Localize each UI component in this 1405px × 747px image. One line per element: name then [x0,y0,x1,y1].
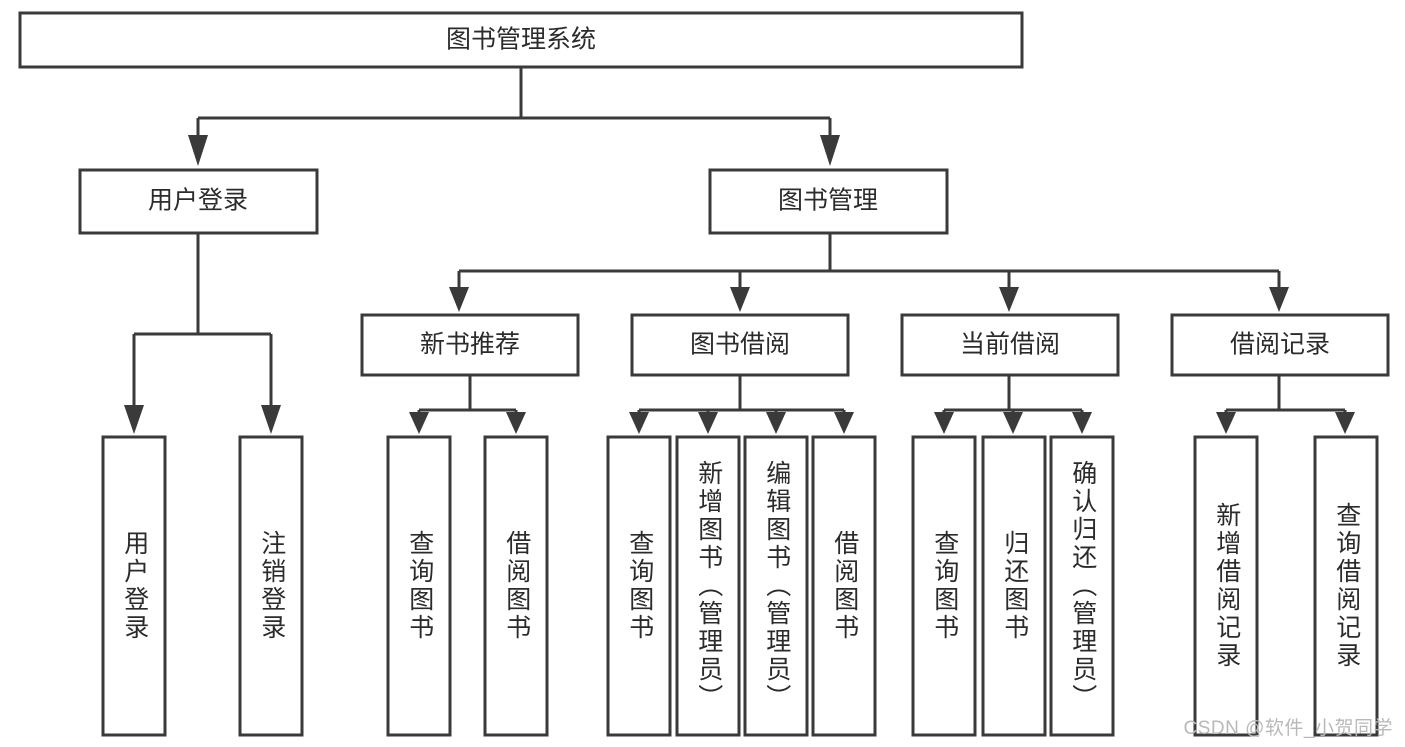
leaf-box-query-book-borrow[interactable] [606,435,672,737]
arrow-head-leaf-user-logout [261,405,281,434]
leaf-box-borrow-book-rec[interactable] [483,435,549,737]
arrow-head-book-manage [820,135,840,166]
connectors-current-borrow-to-leaves [934,375,1092,434]
arrow-head-borrow-record [1269,287,1289,312]
arrow-head-leaf-user-login [124,405,144,434]
arrow-head-leaf-confirm-return [1072,412,1092,434]
connectors-user-login-to-leaves [124,233,281,434]
arrow-head-leaf-add-book [698,412,718,434]
node-book-manage-label: 图书管理 [778,187,878,215]
leaf-box-edit-book[interactable] [743,435,809,737]
node-borrow-record-box[interactable] [1170,313,1390,377]
connectors-new-book-recommend-to-leaves [409,375,526,434]
arrow-head-leaf-query-book-borrow [629,412,649,434]
node-user-login[interactable]: 用户登录 [78,168,319,235]
arrow-head-leaf-borrow-book [834,412,854,434]
node-book-borrow-box[interactable] [630,313,850,377]
arrow-head-leaf-return-book [1003,412,1023,434]
node-current-borrow[interactable]: 当前借阅 [900,313,1120,377]
leaf-box-query-borrow-record[interactable] [1313,435,1379,737]
node-new-book-recommend-label: 新书推荐 [420,331,520,359]
node-root-box[interactable] [18,11,1024,69]
arrow-head-leaf-edit-book [766,412,786,434]
connectors-root-to-level2 [188,67,840,166]
node-book-manage[interactable]: 图书管理 [708,168,949,235]
node-user-login-box[interactable] [78,168,319,235]
node-book-manage-box[interactable] [708,168,949,235]
node-new-book-recommend[interactable]: 新书推荐 [360,313,580,377]
leaf-box-add-borrow-record[interactable] [1193,435,1259,737]
leaf-box-return-book[interactable] [981,435,1047,737]
node-user-login-label: 用户登录 [148,187,248,215]
csdn-watermark: CSDN @软件_小贺同学 [1183,718,1393,739]
arrow-head-leaf-borrow-book-rec [506,412,526,434]
arrow-head-leaf-query-borrow-record [1335,412,1355,434]
node-current-borrow-box[interactable] [900,313,1120,377]
node-root-label: 图书管理系统 [446,26,596,54]
leaf-box-confirm-return[interactable] [1049,435,1115,737]
node-book-borrow[interactable]: 图书借阅 [630,313,850,377]
leaf-box-query-book-rec[interactable] [386,435,452,737]
arrow-head-leaf-add-borrow-record [1216,412,1236,434]
leaf-box-user-logout[interactable] [238,435,304,737]
connectors-book-manage-to-level3 [449,233,1289,312]
connectors-borrow-record-to-leaves [1216,375,1355,434]
node-borrow-record[interactable]: 借阅记录 [1170,313,1390,377]
node-current-borrow-label: 当前借阅 [960,331,1060,359]
leaf-box-borrow-book[interactable] [811,435,877,737]
arrow-head-leaf-query-book-cur [934,412,954,434]
leaf-box-add-book[interactable] [675,435,741,737]
arrow-head-new-book-recommend [449,287,469,312]
node-root[interactable]: 图书管理系统 [18,11,1024,69]
node-new-book-recommend-box[interactable] [360,313,580,377]
leaf-box-query-book-cur[interactable] [911,435,977,737]
connectors-book-borrow-to-leaves [629,375,854,434]
leaf-box-user-login[interactable] [101,435,167,737]
arrow-head-user-login [188,135,208,166]
arrow-head-current-borrow [999,287,1019,312]
node-book-borrow-label: 图书借阅 [690,331,790,359]
leaf-boxes [101,435,1379,737]
arrow-head-leaf-query-book-rec [409,412,429,434]
arrow-head-book-borrow [730,287,750,312]
node-borrow-record-label: 借阅记录 [1230,331,1330,359]
